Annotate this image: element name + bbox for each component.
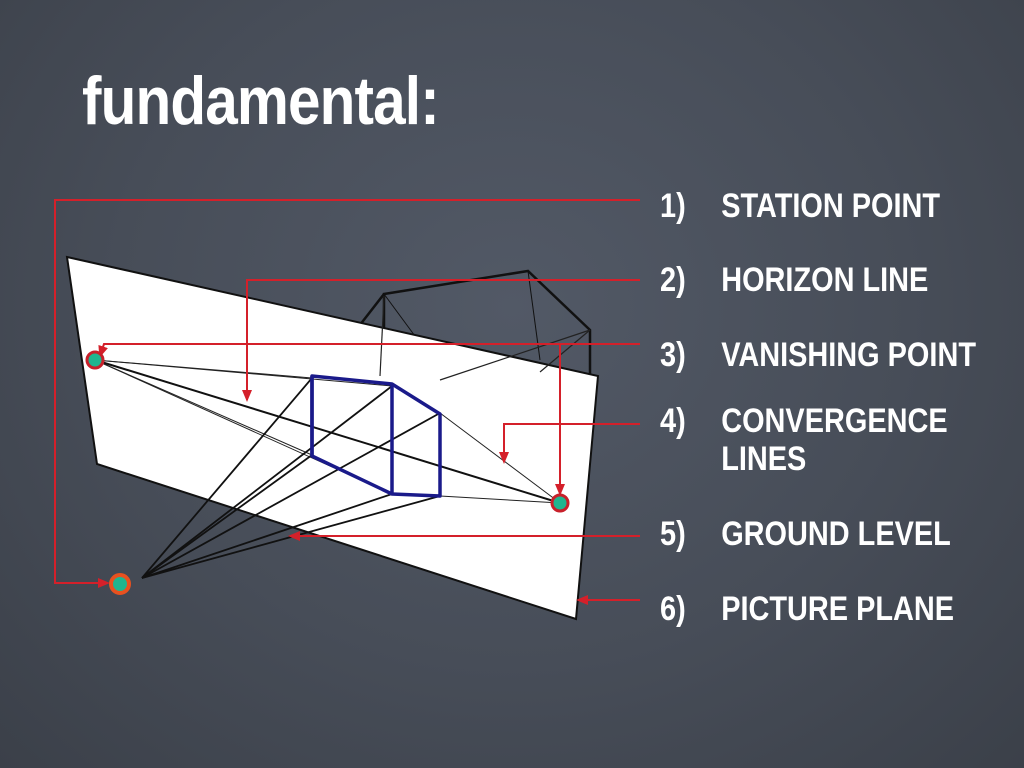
vanishing-point-right [550, 493, 570, 513]
horizon-line [94, 359, 561, 504]
projected-box [310, 374, 442, 498]
legend-number: 6) [660, 590, 686, 628]
vanishing-point-left [85, 350, 105, 370]
legend-label: HORIZON LINE [721, 261, 929, 299]
slide-title: fundamental: [82, 63, 440, 139]
legend-label: GROUND LEVEL [721, 515, 951, 553]
legend-label: VANISHING POINT [721, 336, 976, 374]
pointer-convergence-lines [499, 423, 640, 464]
legend-label: PICTURE PLANE [721, 590, 955, 628]
pointer-vanishing-point-left [98, 343, 640, 358]
pointer-station-point [54, 199, 640, 588]
sight-lines [141, 377, 441, 579]
legend-label: CONVERGENCE [721, 402, 948, 440]
legend-label: STATION POINT [721, 187, 941, 225]
box-edge-thin [527, 270, 541, 361]
legend-number: 2) [660, 261, 686, 299]
legend-label-line2: LINES [721, 440, 807, 478]
legend-number: 5) [660, 515, 686, 553]
station-point [109, 573, 131, 595]
legend-number: 1) [660, 187, 686, 225]
pointer-horizon-line [242, 279, 640, 402]
pointer-lines [54, 199, 640, 605]
picture-plane [65, 255, 600, 621]
legend-number: 4) [660, 402, 686, 440]
box-edges-on-plane [379, 295, 591, 381]
legend-number: 3) [660, 336, 686, 374]
